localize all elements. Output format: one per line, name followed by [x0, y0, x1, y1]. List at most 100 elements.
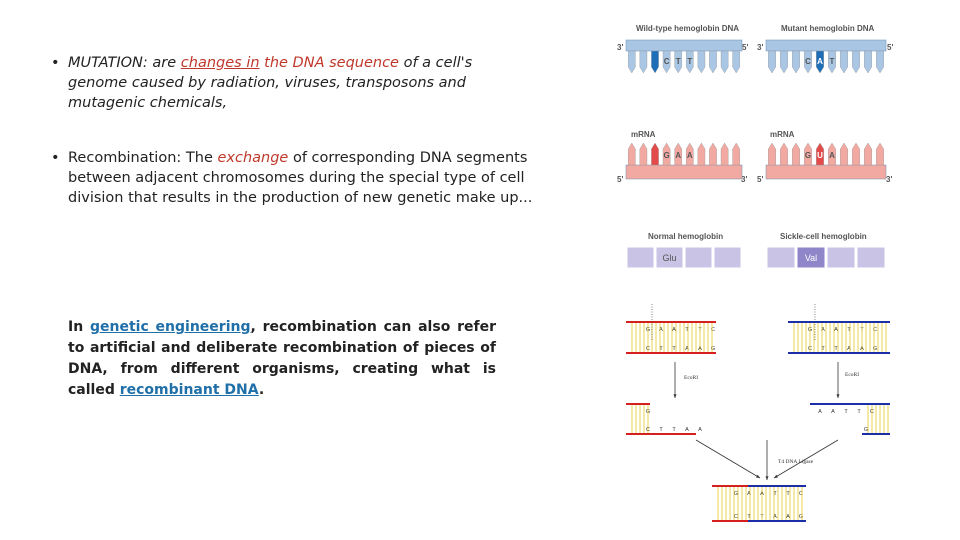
right-duplex-bot-base: T [834, 346, 838, 352]
final-duplex-top-base: T [773, 491, 777, 497]
mutant-mrna-tooth [876, 142, 884, 166]
wild-mrna-base-letter: A [687, 151, 693, 160]
wild-mrna-tooth [732, 142, 740, 166]
left-duplex-bot-base: C [646, 346, 650, 352]
mutant-dna-tooth [864, 50, 872, 74]
mutant-mrna-tooth [780, 142, 788, 166]
ecori-label-left: EcoRI [684, 375, 698, 381]
cut-left-bot-base: A [698, 427, 702, 433]
final-duplex-top-base: G [734, 491, 738, 497]
left-ecori-arrow-head [673, 394, 677, 398]
mutation-line-2: genome caused by radiation, viruses, tra… [68, 75, 466, 91]
wild-mrna-tooth [628, 142, 636, 166]
wild-mrna-tooth [709, 142, 717, 166]
sickle-protein-segment [826, 246, 856, 269]
wild-dna-tooth [732, 50, 740, 74]
normal-hemoglobin-title: Normal hemoglobin [648, 232, 723, 241]
genetic-engineering-link[interactable]: genetic engineering [89, 319, 251, 335]
end-5-left: 5' [742, 43, 748, 52]
mutant-dna-backbone [765, 39, 887, 52]
sickle-protein-segment [856, 246, 886, 269]
mrna-3-right: 3' [886, 175, 892, 184]
right-duplex-top-base: T [847, 327, 851, 333]
right-duplex-bot-base: T [821, 346, 825, 352]
mutant-dna-tooth [804, 50, 812, 74]
mutant-title: Mutant hemoglobin DNA [781, 24, 875, 33]
mutant-dna-tooth [792, 50, 800, 74]
right-ecori-arrow-head [836, 394, 840, 398]
right-duplex-bot-base: G [873, 346, 877, 352]
mutant-dna-base-letter: T [830, 57, 835, 66]
mutation-term: MUTATION [68, 55, 143, 71]
mutant-mrna-base-letter: G [805, 151, 811, 160]
left-duplex-top-base: T [685, 327, 689, 333]
mutant-dna-tooth [780, 50, 788, 74]
cut-right-top-base: T [857, 409, 861, 415]
para-in: In [68, 319, 90, 335]
recomb-rest: of corresponding DNA segments [288, 150, 528, 166]
wild-mrna-base-letter: A [675, 151, 681, 160]
cut-left-bot-base: T [672, 427, 676, 433]
wild-mrna-tooth [720, 142, 729, 166]
mutant-mrna-tooth [792, 142, 800, 166]
wild-mrna-tooth [674, 142, 682, 166]
mrna-label-left: mRNA [631, 130, 656, 139]
normal-protein-segment [713, 246, 742, 269]
cut-right-top-base: A [831, 409, 835, 415]
mutant-mrna-tooth [852, 142, 860, 166]
wild-mrna-tooth [686, 142, 694, 166]
bullet-dot: • [51, 55, 60, 71]
cut-right-top-base: T [844, 409, 848, 415]
mutation-bullet: • MUTATION: are changes in the DNA seque… [51, 53, 548, 113]
final-duplex-top-base: C [799, 491, 803, 497]
mutant-dna-tooth [852, 50, 860, 74]
bullet-dot: • [51, 150, 60, 166]
mutant-dna-base-letter: A [817, 57, 823, 66]
final-duplex-bot-base: T [760, 514, 764, 520]
mutation-dna-sequence: the DNA sequence [259, 55, 399, 71]
cut-left-bot-base: A [685, 427, 689, 433]
sickle-protein-segment [796, 246, 826, 269]
mutation-rest: of a cell's [398, 55, 473, 71]
sickle-protein-segment [766, 246, 796, 269]
right-duplex-top-base: T [860, 327, 864, 333]
mutation-in: in [246, 55, 260, 71]
wild-mrna-tooth [639, 142, 648, 166]
recomb-line-3: division that results in the production … [68, 190, 533, 206]
wild-dna-base-letter: T [687, 57, 692, 66]
recombinant-dna-link[interactable]: recombinant DNA [119, 382, 259, 398]
mutation-line-1: MUTATION: are changes in the DNA sequenc… [68, 55, 472, 71]
sickle-protein-residue-label: Val [805, 253, 817, 263]
mutant-dna-tooth [816, 50, 824, 74]
mutant-mrna-base-letter: A [829, 151, 835, 160]
mutant-mrna-tooth [768, 142, 776, 166]
cut-left-bot-base: T [659, 427, 663, 433]
final-duplex-top-base: T [786, 491, 790, 497]
final-duplex-top-base: A [747, 491, 751, 497]
para-mid: , recombination can also refer to artifi… [68, 319, 496, 398]
right-duplex-top-base: G [808, 327, 812, 333]
mrna-3-left: 3' [741, 175, 747, 184]
cut-left-bot-base: C [646, 427, 650, 433]
cut-right-top-base: A [818, 409, 822, 415]
end-5-right: 5' [887, 43, 893, 52]
mutation-changes: changes [180, 55, 247, 71]
mutant-dna-base-letter: C [805, 57, 811, 66]
mutation-line-3: mutagenic chemicals, [68, 95, 228, 111]
genetic-engineering-paragraph: In genetic engineering, recombination ca… [68, 317, 496, 401]
wild-dna-base-letter: C [664, 57, 670, 66]
wild-dna-tooth [674, 50, 682, 74]
left-duplex-bot-base: T [672, 346, 676, 352]
mutant-mrna-tooth [816, 142, 824, 166]
mutant-mrna-backbone [765, 164, 887, 180]
right-duplex-top-base: A [821, 327, 825, 333]
normal-protein-segment [626, 246, 655, 269]
ligase-arrow-head [765, 476, 769, 480]
wild-type-title: Wild-type hemoglobin DNA [636, 24, 739, 33]
mutant-mrna-tooth [864, 142, 872, 166]
normal-protein-segment [655, 246, 684, 269]
mutation-sep: : are [142, 55, 181, 71]
left-duplex-top-base: C [711, 327, 715, 333]
right-duplex-bot-base: A [847, 346, 851, 352]
normal-protein-segment [684, 246, 713, 269]
